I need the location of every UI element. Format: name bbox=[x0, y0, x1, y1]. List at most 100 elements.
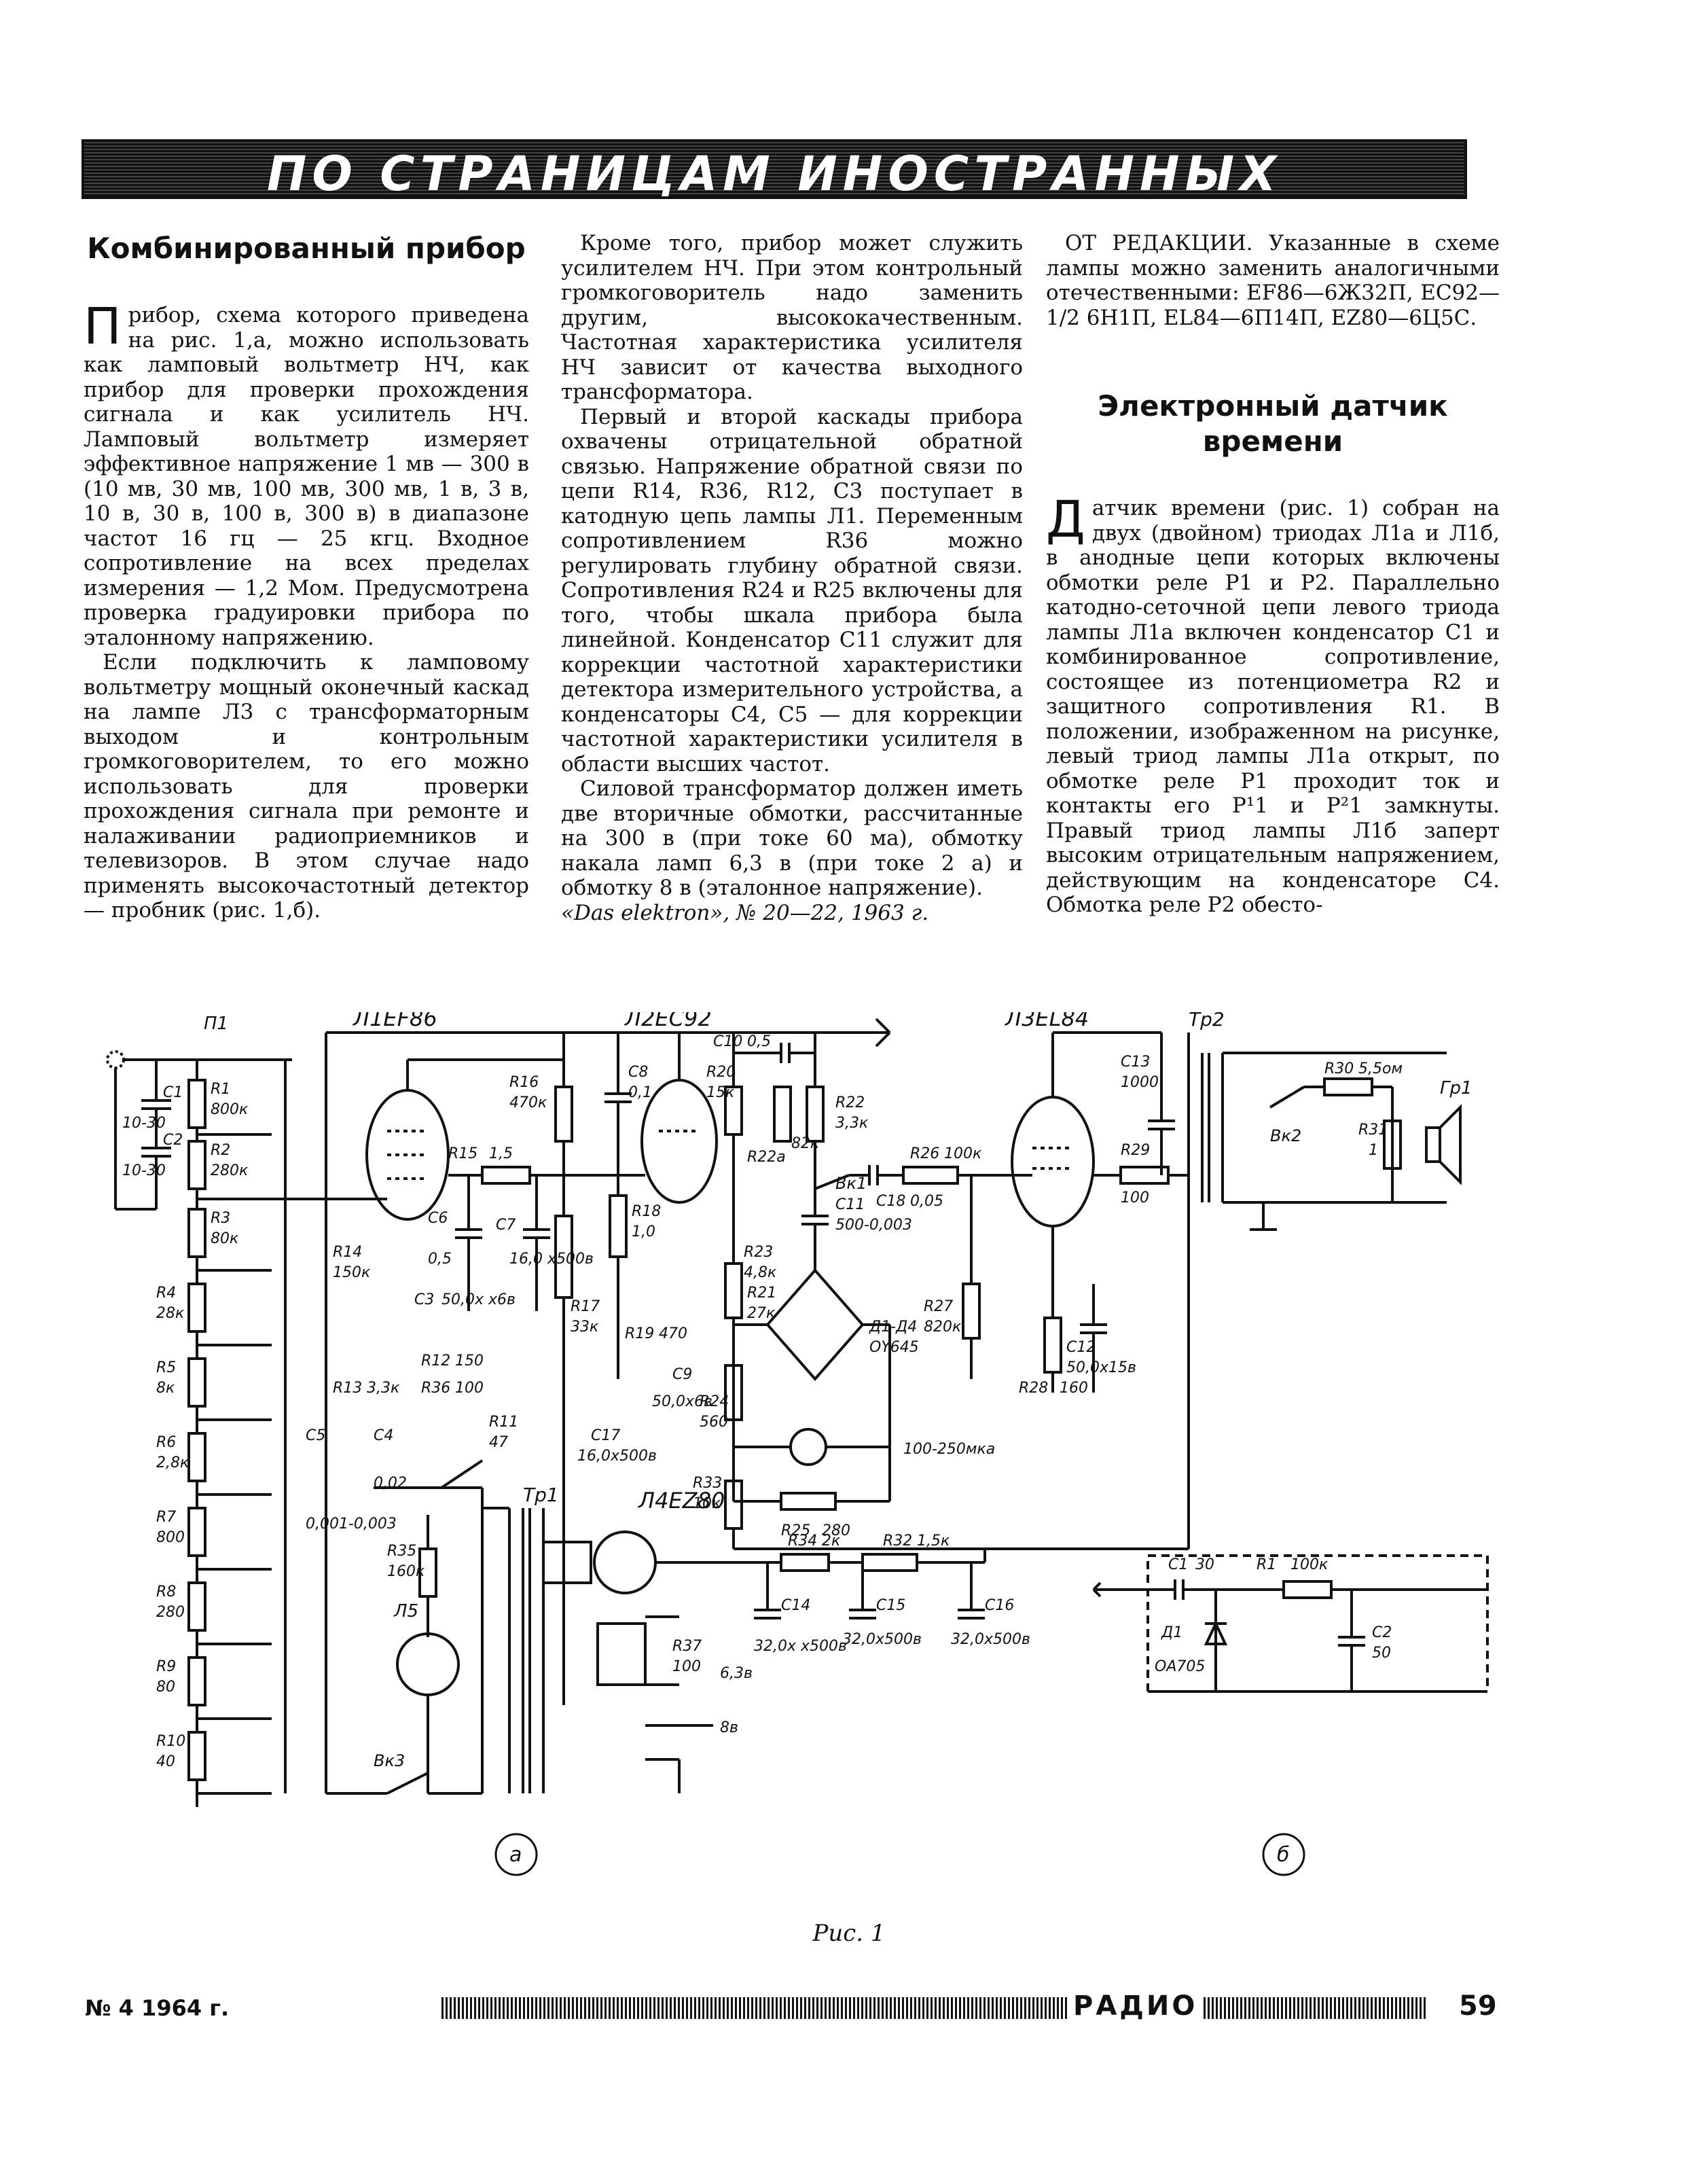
c2-value: 10-30 bbox=[122, 1162, 166, 1179]
r31-value: 1 bbox=[1369, 1142, 1378, 1159]
article1-paragraph-4: Первый и второй каскады прибора охвачены… bbox=[561, 404, 1023, 776]
c7-value: 16,0 x500в bbox=[509, 1251, 594, 1268]
r17-value: 33к bbox=[571, 1319, 599, 1336]
r2-label: R2 bbox=[211, 1142, 230, 1159]
r20-label: R20 bbox=[706, 1064, 736, 1081]
figure-caption: Рис. 1 bbox=[812, 1920, 886, 1947]
c4-value: 0,02 bbox=[374, 1475, 407, 1492]
b-c1-label: C1 bbox=[1168, 1556, 1188, 1573]
magazine-name: РАДИО bbox=[1068, 1990, 1204, 2022]
b-d1-value: OA705 bbox=[1155, 1658, 1205, 1675]
footer-rule bbox=[441, 1997, 1426, 2019]
r14-value: 150к bbox=[333, 1264, 371, 1281]
r21-label: R21 bbox=[747, 1285, 776, 1302]
c8-label: C8 bbox=[628, 1064, 648, 1081]
c18-value: 0,05 bbox=[910, 1193, 943, 1210]
section-banner: ПО СТРАНИЦАМ ИНОСТРАННЫХ ЖУРНАЛОВ bbox=[82, 139, 1467, 199]
c13-value: 1000 bbox=[1121, 1074, 1159, 1091]
r6-label: R6 bbox=[156, 1434, 176, 1451]
b-r1-label: R1 bbox=[1257, 1556, 1276, 1573]
r35-value: 160к bbox=[387, 1563, 425, 1580]
r22a-label: R22а bbox=[747, 1149, 786, 1166]
c16-label: C16 bbox=[985, 1597, 1014, 1614]
vk1-label: Вк1 bbox=[835, 1174, 867, 1193]
issue-number: № 4 1964 г. bbox=[85, 1995, 230, 2021]
r4-value: 28к bbox=[156, 1305, 185, 1322]
c3-value: 50,0x x6в bbox=[441, 1291, 516, 1308]
c6-label: C6 bbox=[428, 1210, 448, 1227]
r19-value: 470 bbox=[659, 1325, 687, 1342]
tr2-label: Тр2 bbox=[1189, 1012, 1225, 1031]
c12-label: C12 bbox=[1066, 1339, 1096, 1356]
c9-value: 50,0x6в bbox=[652, 1393, 712, 1410]
r32-value: 1,5к bbox=[917, 1533, 950, 1550]
r33-label: R33 bbox=[693, 1475, 722, 1492]
r24-value: 560 bbox=[700, 1414, 728, 1431]
winding-8v-label: 8в bbox=[720, 1719, 738, 1736]
page-number: 59 bbox=[1459, 1990, 1497, 2022]
r7-value: 800 bbox=[156, 1529, 185, 1546]
article1-source: «Das elektron», № 20—22, 1963 г. bbox=[561, 900, 929, 925]
r23-value: 4,8к bbox=[744, 1264, 777, 1281]
c15-value: 32,0x500в bbox=[842, 1631, 922, 1648]
tr1-label: Тр1 bbox=[523, 1484, 559, 1506]
r34-label: R34 bbox=[788, 1533, 817, 1550]
r37-label: R37 bbox=[672, 1638, 702, 1655]
r32-label: R32 bbox=[883, 1533, 912, 1550]
b-c2-label: C2 bbox=[1372, 1624, 1392, 1641]
vk3-label: Вк3 bbox=[374, 1751, 405, 1770]
article-col3: ОТ РЕДАКЦИИ. Указанные в схеме лампы мож… bbox=[1046, 231, 1500, 918]
c11-label: C11 bbox=[835, 1196, 865, 1213]
r36-label: R36 bbox=[421, 1380, 450, 1397]
r4-label: R4 bbox=[156, 1285, 176, 1302]
r6-value: 2,8к bbox=[156, 1454, 189, 1471]
c10-value: 0,5 bbox=[747, 1033, 771, 1050]
c14-label: C14 bbox=[781, 1597, 810, 1614]
r20-value: 15к bbox=[706, 1084, 735, 1101]
r29-value: 100 bbox=[1121, 1189, 1149, 1206]
r27-value: 820к bbox=[924, 1319, 962, 1336]
c4-label: C4 bbox=[374, 1427, 393, 1444]
r7-label: R7 bbox=[156, 1509, 176, 1526]
r16-value: 470к bbox=[509, 1094, 547, 1111]
r28-value: 160 bbox=[1060, 1380, 1088, 1397]
r25-value: 280 bbox=[822, 1522, 850, 1539]
r8-label: R8 bbox=[156, 1583, 176, 1600]
c1-value: 10-30 bbox=[122, 1115, 166, 1132]
c9-label: C9 bbox=[672, 1366, 692, 1383]
r5-value: 8к bbox=[156, 1380, 175, 1397]
r26-value: 100к bbox=[944, 1145, 982, 1162]
circuit-diagram: П1 C1 10-30 C2 10-30 R1 800к R2 280к R3 … bbox=[106, 1012, 1489, 1876]
article1-col2: Кроме того, прибор может служить усилите… bbox=[561, 231, 1023, 925]
r13-label: R13 bbox=[333, 1380, 362, 1397]
diagram-a-label: а bbox=[509, 1843, 522, 1867]
r14-label: R14 bbox=[333, 1244, 362, 1261]
r12-label: R12 bbox=[421, 1353, 450, 1370]
r26-label: R26 bbox=[910, 1145, 939, 1162]
c2-label: C2 bbox=[163, 1132, 183, 1149]
diagram-b-label: б bbox=[1277, 1843, 1290, 1867]
r5-label: R5 bbox=[156, 1359, 176, 1376]
b-d1-label: Д1 bbox=[1161, 1624, 1182, 1641]
r28-label: R28 bbox=[1019, 1380, 1048, 1397]
article2-title: Электронный датчик времени bbox=[1098, 389, 1448, 458]
b-c1-value: 30 bbox=[1195, 1556, 1214, 1573]
editor-note: ОТ РЕДАКЦИИ. Указанные в схеме лампы мож… bbox=[1046, 231, 1500, 330]
r1-value: 800к bbox=[211, 1101, 249, 1118]
c5-value: 0,001-0,003 bbox=[306, 1516, 397, 1533]
c10-label: C10 bbox=[713, 1033, 742, 1050]
r15-value: 1,5 bbox=[489, 1145, 513, 1162]
winding-6-3v-label: 6,3в bbox=[720, 1665, 753, 1682]
diodes-value: OY645 bbox=[869, 1339, 919, 1356]
b-r1-value: 100к bbox=[1290, 1556, 1329, 1573]
c16-value: 32,0x500в bbox=[951, 1631, 1030, 1648]
dropcap: П bbox=[84, 298, 122, 356]
r21-value: 27к bbox=[747, 1305, 776, 1322]
r11-label: R11 bbox=[489, 1414, 518, 1431]
r23-label: R23 bbox=[744, 1244, 773, 1261]
r10-label: R10 bbox=[156, 1733, 185, 1750]
article1-title: Комбинированный прибор bbox=[87, 232, 526, 265]
c13-label: C13 bbox=[1121, 1054, 1150, 1071]
